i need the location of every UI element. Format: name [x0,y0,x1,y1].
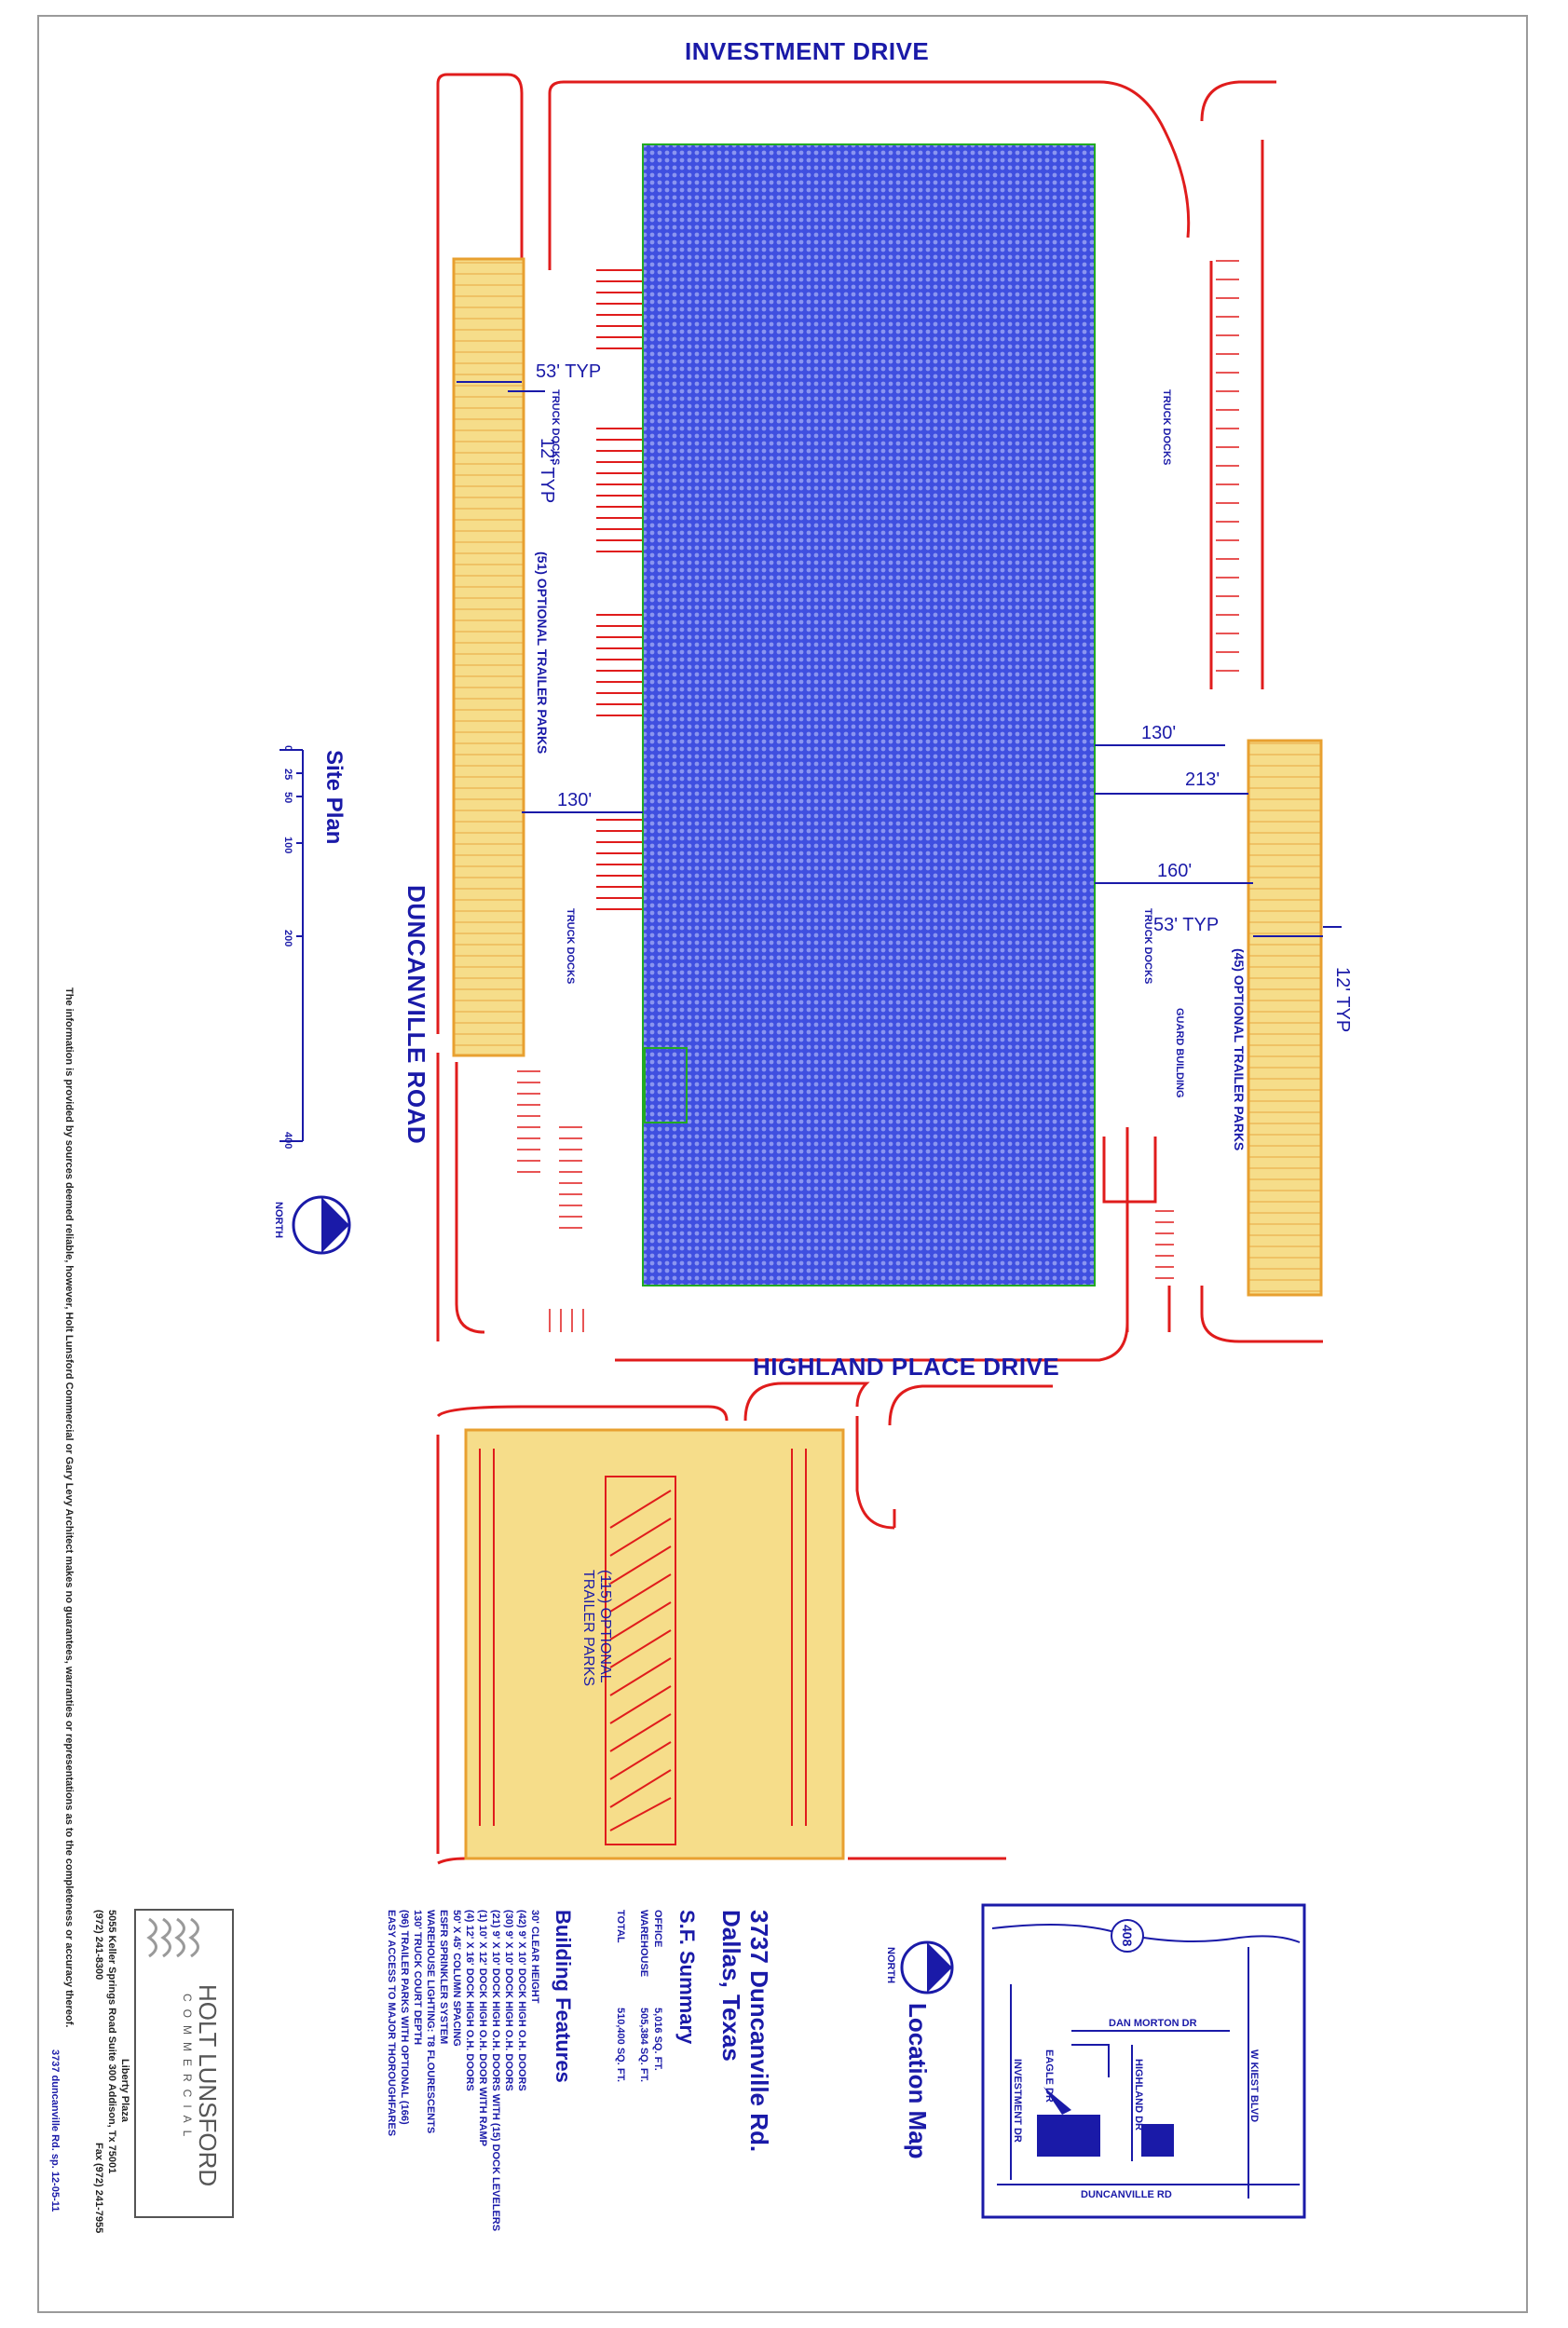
car-parking-stripes [517,1070,1174,1332]
feature-item: EASY ACCESS TO MAJOR THOROUGHFARES [386,1910,397,2137]
scale-tick-100: 100 [282,837,293,854]
north-arrow-lm [900,1940,954,1994]
sf-row-warehouse-value: 505,384 SQ. FT. [638,2008,649,2083]
feature-item: (21) 9' X 10' DOCK HIGH O.H. DOORS WITH … [490,1910,501,2232]
north-arrow-site [292,1195,351,1255]
street-highland-dr: HIGHLAND DR [1133,2059,1144,2131]
scale-tick-25: 25 [282,769,293,781]
feature-item: (4) 12' X 16' DOCK HIGH O.H. DOORS [464,1910,475,2091]
street-investment-dr: INVESTMENT DR [1012,2059,1023,2143]
location-map-roads [991,1924,1301,2199]
sf-row-total-value: 510,400 SQ. FT. [615,2008,626,2083]
feature-item: (1) 10' X 12' DOCK HIGH O.H. DOOR WITH R… [477,1910,488,2146]
location-map-frame [981,1903,1306,2219]
street-dan-morton-dr: DAN MORTON DR [1109,2018,1197,2029]
dim-130-right: 130' [1141,723,1177,743]
scale-tick-400: 400 [282,1132,293,1150]
sf-row-warehouse-label: WAREHOUSE [638,1910,649,1978]
property-address-line1: 3737 Duncanville Rd. [745,1910,773,2153]
company-phone: (972) 241-8300 [93,1910,104,1981]
label-trailer-south-line1: (115) OPTIONAL [597,1570,613,1683]
south-lot-stalls [479,1449,807,1845]
sf-row-office-value: 5,016 SQ. FT. [652,2008,663,2071]
dim-130-left: 130' [557,790,593,810]
building-features-title: Building Features [552,1910,575,2083]
company-building: Liberty Plaza [119,2059,130,2122]
dim-53-typ-left: 53' TYP [536,361,602,382]
dimension-lines [457,381,1342,937]
label-trailer-south-line2: TRAILER PARKS [580,1570,596,1687]
file-reference: 3737 duncanville Rd. sp. 12-05-11 [49,2049,61,2212]
feature-item: (42) 9' X 10' DOCK HIGH O.H. DOORS [516,1910,527,2091]
south-trailer-lot [464,1428,845,1860]
feature-item: 130' TRUCK COURT DEPTH [412,1910,423,2046]
highway-408-label: 408 [1120,1925,1135,1947]
location-map-title: Location Map [904,2003,932,2159]
warehouse-building [642,143,1096,1287]
sf-row-office-label: OFFICE [652,1910,663,1948]
road-highland-place-drive: HIGHLAND PLACE DRIVE [753,1353,1060,1381]
logo-box [134,1909,234,2218]
sf-row-total-label: TOTAL [615,1910,626,1943]
east-dock-stripes [1216,260,1239,672]
sf-summary-title: S.F. Summary [675,1910,699,2045]
highway-shield [1111,1919,1144,1953]
label-truck-docks-left-bottom: TRUCK DOCKS [565,908,576,985]
feature-item: ESFR SPRINKLER SYSTEM [438,1910,449,2045]
east-trailer-parking [1247,739,1323,1297]
disclaimer-text: The information is provided by sources d… [63,987,75,2028]
office-area [644,1047,688,1123]
scale-bar [280,749,304,1142]
road-investment-drive: INVESTMENT DRIVE [685,37,930,65]
scale-tick-50: 50 [282,792,293,804]
label-trailer-right: (45) OPTIONAL TRAILER PARKS [1232,948,1247,1151]
scale-tick-200: 200 [282,930,293,947]
feature-item: 30' CLEAR HEIGHT [529,1910,540,2004]
company-logo-sub: COMMERCIAL [181,1994,194,2144]
west-dock-stripes [596,269,648,910]
dim-213: 213' [1185,769,1220,790]
scale-tick-0: 0 [282,745,293,752]
location-north-label: NORTH [885,1947,896,1984]
road-duncanville-road: DUNCANVILLE ROAD [402,885,430,1145]
label-truck-docks-left-top: TRUCK DOCKS [550,389,561,466]
label-truck-docks-right-bottom: TRUCK DOCKS [1142,908,1153,985]
company-address: 5055 Keller Springs Road Suite 300 Addis… [106,1910,117,2174]
feature-item: (96) TRAILER PARKS WITH OPTIONAL (166) [399,1910,410,2125]
feature-item: 50' X 45' COLUMN SPACING [451,1910,462,2047]
label-trailer-left: (51) OPTIONAL TRAILER PARKS [535,551,550,755]
site-plan-title: Site Plan [321,750,347,845]
label-truck-docks-right-top: TRUCK DOCKS [1161,389,1172,466]
feature-item: (30) 9' X 10' DOCK HIGH O.H. DOORS [503,1910,514,2091]
street-duncanville-rd: DUNCANVILLE RD [1081,2189,1172,2200]
location-site-block-2 [1141,2124,1174,2157]
dim-160: 160' [1157,861,1193,881]
street-w-kiest-blvd: W KIEST BLVD [1248,2049,1260,2123]
curb-lines [436,73,1323,1865]
location-pointer-arrow [1043,2087,1071,2115]
label-guard-building: GUARD BUILDING [1174,1008,1185,1098]
company-logo-name: HOLT LUNSFORD [194,1984,222,2187]
company-fax: Fax (972) 241-7955 [93,2143,104,2234]
sheet-border [37,15,1528,2313]
feature-item: WAREHOUSE LIGHTING: T8 FLOURESCENTS [425,1910,436,2134]
property-address-line2: Dallas, Texas [717,1910,745,2062]
street-eagle-dr: EAGLE DR [1043,2049,1055,2103]
location-site-block [1037,2115,1100,2157]
dim-53-typ-right: 53' TYP [1153,915,1220,935]
logo-mark [146,1917,199,1958]
dim-12-typ-right: 12' TYP [1332,967,1353,1033]
west-trailer-parking [452,257,525,1057]
site-north-label: NORTH [273,1202,284,1239]
